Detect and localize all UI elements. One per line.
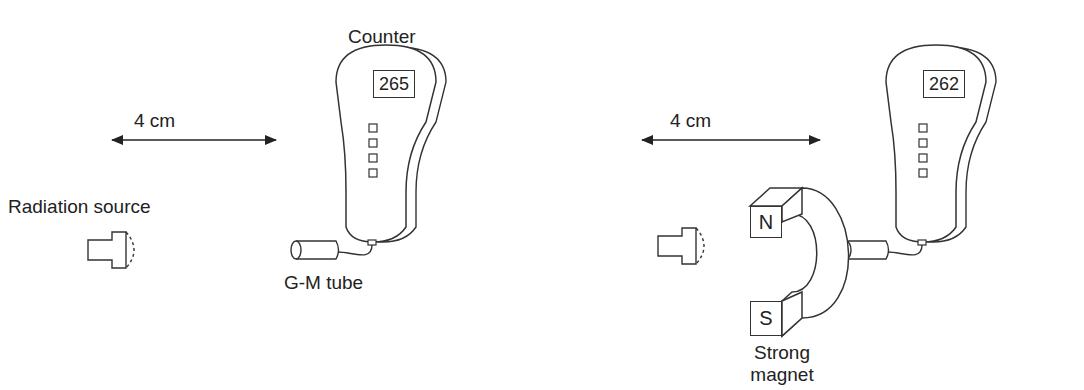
dimension: 4 cm — [670, 110, 711, 132]
dimension: 4 cm — [134, 110, 175, 132]
part-name: Strong magnet — [736, 342, 828, 386]
pole-letter: S — [759, 307, 772, 330]
part-name: G-M tube — [284, 272, 363, 294]
counter-display: 265 — [373, 70, 415, 98]
counter-display: 262 — [923, 70, 965, 98]
part-name: Radiation source — [8, 196, 151, 218]
magnet-pole: N — [750, 206, 782, 238]
count-reading: 265 — [379, 74, 409, 95]
pole-letter: N — [759, 211, 773, 234]
count-reading: 262 — [929, 74, 959, 95]
magnet-pole: S — [750, 301, 782, 336]
part-name: Counter — [348, 26, 416, 48]
